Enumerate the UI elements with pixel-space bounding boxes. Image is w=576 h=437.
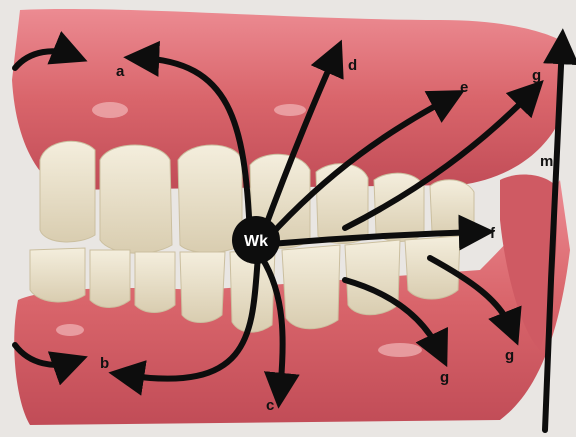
label-d: d (348, 57, 357, 74)
label-g-bottom-2: g (505, 347, 514, 364)
label-c: c (266, 397, 274, 414)
label-e: e (460, 79, 468, 96)
label-a: a (116, 63, 125, 80)
label-g-bottom-1: g (440, 369, 449, 386)
label-m: m (540, 153, 553, 170)
label-g-top: g (532, 67, 541, 84)
label-b: b (100, 355, 109, 372)
center-label: Wk (244, 233, 268, 250)
